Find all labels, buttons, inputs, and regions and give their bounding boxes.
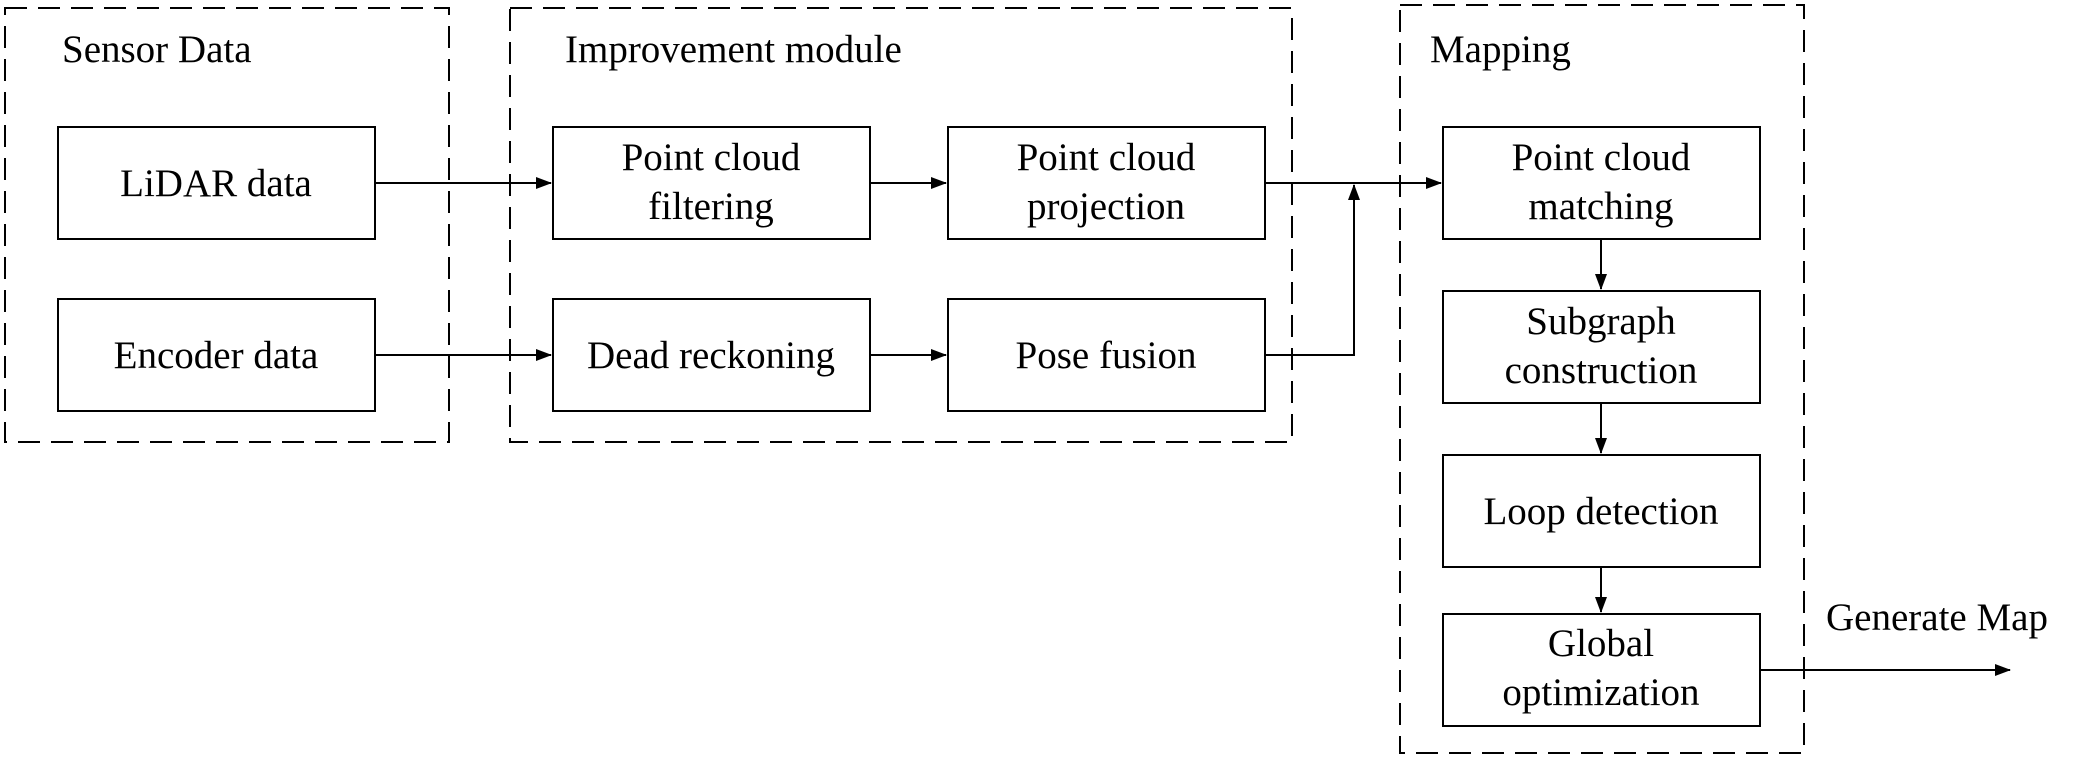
group-sensor-data: Sensor Data xyxy=(4,7,450,443)
node-global-optimization-label-line1: Global xyxy=(1548,622,1654,665)
node-encoder-data: Encoder data xyxy=(57,298,376,412)
node-point-cloud-projection-box xyxy=(947,126,1266,240)
edge-pose-fusion-to-matching xyxy=(1265,184,1360,356)
node-dead-reckoning: Dead reckoning xyxy=(552,298,871,412)
group-mapping-title: Mapping xyxy=(1430,28,1571,71)
node-global-optimization-label-line2: optimization xyxy=(1502,671,1699,714)
group-sensor-data-title: Sensor Data xyxy=(62,28,252,71)
group-mapping-border xyxy=(1399,4,1805,754)
node-lidar-data-box xyxy=(57,126,376,240)
node-point-cloud-matching: Point cloud matching xyxy=(1442,126,1761,240)
group-improvement-module: Improvement module xyxy=(509,7,1293,443)
node-loop-detection: Loop detection xyxy=(1442,454,1761,568)
group-mapping: Mapping xyxy=(1399,4,1805,754)
node-subgraph-construction-label-line1: Subgraph xyxy=(1526,300,1676,343)
node-dead-reckoning-label: Dead reckoning xyxy=(587,334,835,377)
node-subgraph-construction: Subgraph construction xyxy=(1442,290,1761,404)
node-subgraph-construction-box xyxy=(1442,290,1761,404)
node-encoder-data-box xyxy=(57,298,376,412)
node-point-cloud-filtering: Point cloud filtering xyxy=(552,126,871,240)
node-lidar-data-label: LiDAR data xyxy=(120,162,312,205)
node-lidar-data: LiDAR data xyxy=(57,126,376,240)
group-improvement-module-border xyxy=(509,7,1293,443)
node-point-cloud-filtering-label-line2: filtering xyxy=(648,185,774,228)
group-improvement-module-title: Improvement module xyxy=(565,28,902,71)
node-loop-detection-label: Loop detection xyxy=(1483,490,1718,533)
node-point-cloud-matching-label-line1: Point cloud xyxy=(1512,136,1691,179)
node-point-cloud-filtering-box xyxy=(552,126,871,240)
node-pose-fusion-label: Pose fusion xyxy=(1016,334,1197,377)
node-point-cloud-matching-box xyxy=(1442,126,1761,240)
node-loop-detection-box xyxy=(1442,454,1761,568)
node-point-cloud-matching-label-line2: matching xyxy=(1528,185,1673,228)
node-pose-fusion: Pose fusion xyxy=(947,298,1266,412)
group-sensor-data-border xyxy=(4,7,450,443)
node-global-optimization: Global optimization xyxy=(1442,613,1761,727)
edge-output-label: Generate Map xyxy=(1826,596,2048,639)
node-point-cloud-projection: Point cloud projection xyxy=(947,126,1266,240)
node-subgraph-construction-label-line2: construction xyxy=(1505,349,1698,392)
node-encoder-data-label: Encoder data xyxy=(114,334,319,377)
node-point-cloud-filtering-label-line1: Point cloud xyxy=(622,136,801,179)
node-global-optimization-box xyxy=(1442,613,1761,727)
node-point-cloud-projection-label-line2: projection xyxy=(1027,185,1185,228)
node-pose-fusion-box xyxy=(947,298,1266,412)
node-point-cloud-projection-label-line1: Point cloud xyxy=(1017,136,1196,179)
node-dead-reckoning-box xyxy=(552,298,871,412)
